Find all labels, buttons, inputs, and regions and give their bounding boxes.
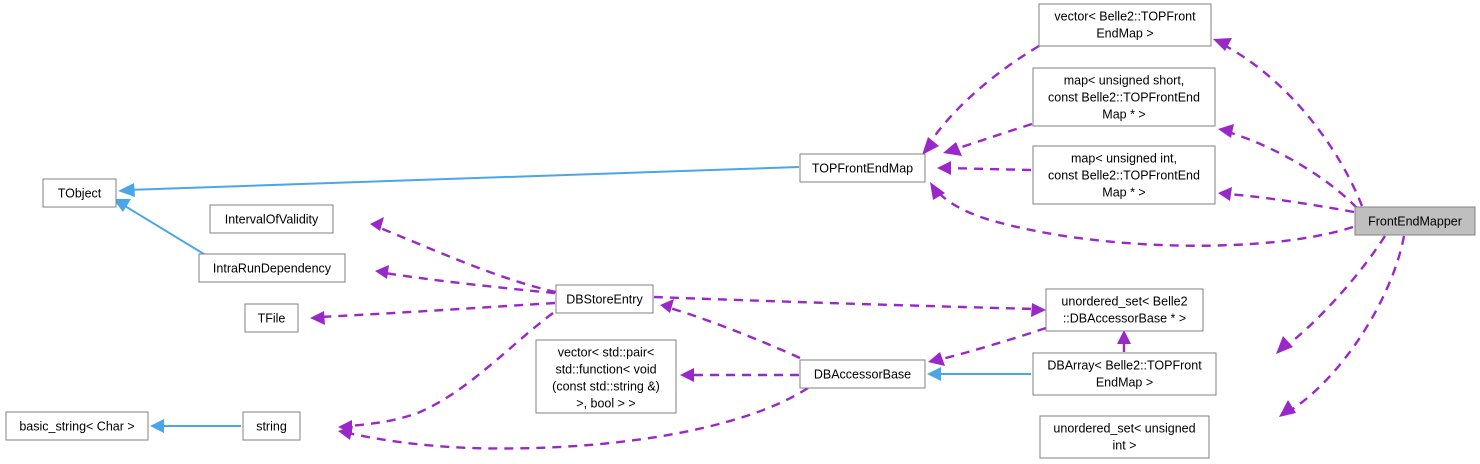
node-intrarundependency[interactable]: IntraRunDependency	[198, 253, 346, 283]
edge-frontendmapper-to-topfrontendmap[interactable]	[930, 182, 1354, 247]
edge-dbaccessorbase-to-vectorpair[interactable]	[680, 368, 799, 382]
node-map-unsigned-int[interactable]: map< unsigned int, const Belle2::TOPFron…	[1032, 145, 1216, 205]
node-vector-topfrontendmap[interactable]: vector< Belle2::TOPFront EndMap >	[1038, 3, 1212, 47]
edge-string-to-basicstring[interactable]	[150, 419, 241, 433]
edge-dbarray-to-dbaccessorbase[interactable]	[927, 367, 1031, 381]
node-map-unsigned-short[interactable]: map< unsigned short, const Belle2::TOPFr…	[1032, 67, 1216, 127]
edge-dbstoreentry-to-unorderedsetacc[interactable]	[653, 295, 1046, 317]
node-dbarray-topfrontendmap[interactable]: DBArray< Belle2::TOPFront EndMap >	[1032, 352, 1217, 396]
edge-dbarray-to-unorderedsetacc[interactable]	[1117, 330, 1131, 352]
edge-mapuint-to-topfrontendmap[interactable]	[937, 161, 1032, 175]
node-basic-string[interactable]: basic_string< Char >	[5, 411, 149, 441]
node-tobject[interactable]: TObject	[42, 178, 117, 208]
nodes-layer: TObject IntervalOfValidity IntraRunDepen…	[5, 3, 1476, 459]
node-vector-pair-function[interactable]: vector< std::pair< std::function< void (…	[535, 339, 677, 414]
edge-intrarundependency-to-tobject[interactable]	[113, 199, 218, 263]
node-unorderedset-dbaccessorbase[interactable]: unordered_set< Belle2 ::DBAccessorBase *…	[1045, 288, 1204, 332]
node-dbstoreentry[interactable]: DBStoreEntry	[555, 284, 654, 314]
edge-unorderedsetacc-to-dbaccessorbase[interactable]	[928, 326, 1047, 366]
edge-frontendmapper-to-unorderedsetuint[interactable]	[1279, 235, 1406, 417]
edge-mapushort-to-topfrontendmap[interactable]	[943, 122, 1033, 156]
node-frontendmapper[interactable]: FrontEndMapper	[1354, 206, 1476, 236]
edge-frontendmapper-to-mapushort[interactable]	[1218, 124, 1358, 209]
edge-frontendmapper-to-dbarray[interactable]	[1276, 235, 1387, 354]
node-topfrontendmap[interactable]: TOPFrontEndMap	[799, 153, 926, 183]
edge-vectortopfe-to-topfrontendmap[interactable]	[922, 44, 1040, 155]
inheritance-edges	[113, 166, 1031, 433]
edge-topfrontendmap-to-tobject[interactable]	[118, 166, 800, 197]
node-tfile[interactable]: TFile	[244, 303, 299, 333]
edge-dbstoreentry-to-string[interactable]	[338, 312, 554, 434]
node-string[interactable]: string	[242, 411, 301, 441]
edge-dbaccessorbase-to-dbstoreentry[interactable]	[660, 299, 801, 360]
edge-dbstoreentry-to-intervalofvalidity[interactable]	[370, 217, 557, 294]
edge-dbstoreentry-to-intrarundependency[interactable]	[375, 265, 556, 295]
node-dbaccessorbase[interactable]: DBAccessorBase	[799, 359, 926, 389]
node-intervalofvalidity[interactable]: IntervalOfValidity	[209, 204, 334, 234]
usage-edges	[310, 38, 1406, 450]
edge-frontendmapper-to-mapuint[interactable]	[1218, 187, 1355, 214]
edge-frontendmapper-to-vectortopfe[interactable]	[1213, 38, 1364, 207]
edge-dbaccessorbase-to-string[interactable]	[338, 386, 809, 450]
node-unorderedset-unsigned-int[interactable]: unordered_set< unsigned int >	[1039, 415, 1210, 459]
edge-dbstoreentry-to-tfile[interactable]	[310, 301, 556, 325]
